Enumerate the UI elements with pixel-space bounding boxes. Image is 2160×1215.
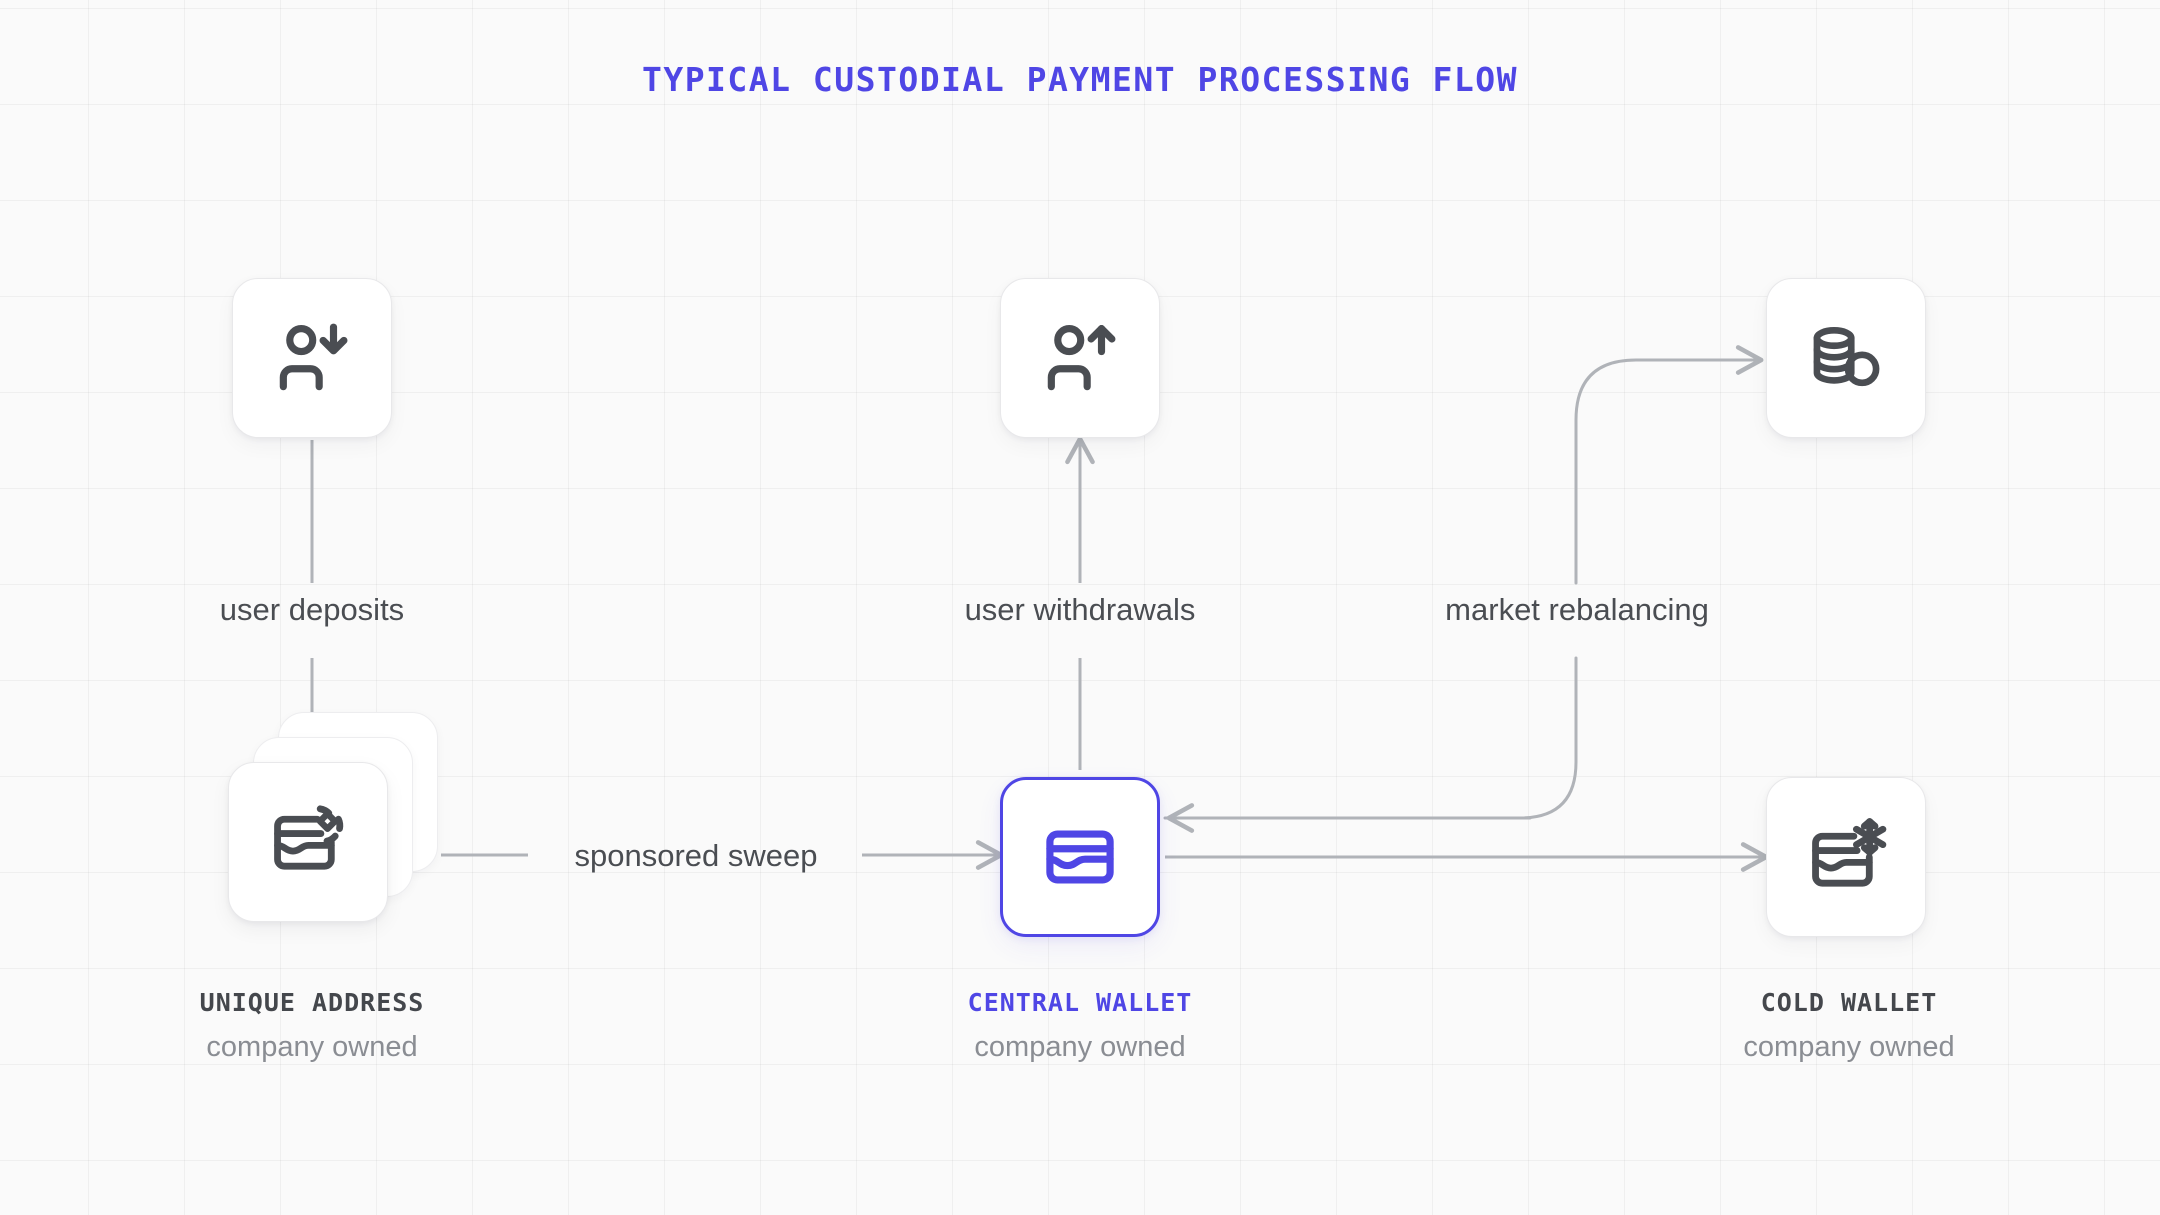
node-label-unique-address: UNIQUE ADDRESS company owned <box>82 988 542 1064</box>
node-market-coins[interactable] <box>1766 278 1926 438</box>
wallet-snowflake-icon <box>1803 814 1889 900</box>
node-subtitle-unique-address: company owned <box>206 1031 418 1063</box>
node-user-deposits-actor[interactable] <box>232 278 392 438</box>
coins-stack-icon <box>1804 316 1888 400</box>
edge-label-user-withdrawals: user withdrawals <box>964 592 1196 627</box>
user-up-arrow-icon <box>1037 315 1123 401</box>
edge-market-rebalancing <box>1163 345 1764 833</box>
card-layer-front <box>228 762 388 922</box>
edge-label-sponsored-sweep: sponsored sweep <box>574 838 818 873</box>
node-subtitle-central-wallet: company owned <box>974 1031 1186 1063</box>
node-label-cold-wallet: COLD WALLET company owned <box>1619 988 2079 1064</box>
edge-label-market-rebalancing: market rebalancing <box>1445 592 1709 627</box>
wallet-icon <box>1037 814 1123 900</box>
user-down-arrow-icon <box>269 315 355 401</box>
node-title-cold-wallet: COLD WALLET <box>1760 988 1938 1017</box>
node-subtitle-cold-wallet: company owned <box>1743 1031 1955 1063</box>
node-unique-address[interactable] <box>228 712 438 922</box>
edge-label-user-deposits: user deposits <box>219 592 405 627</box>
node-title-central-wallet: CENTRAL WALLET <box>967 988 1193 1017</box>
node-label-central-wallet: CENTRAL WALLET company owned <box>850 988 1310 1064</box>
page-title: TYPICAL CUSTODIAL PAYMENT PROCESSING FLO… <box>641 60 1519 99</box>
node-cold-wallet[interactable] <box>1766 777 1926 937</box>
node-central-wallet[interactable] <box>1000 777 1160 937</box>
wallet-cards-stack-icon <box>265 797 351 888</box>
node-title-unique-address: UNIQUE ADDRESS <box>199 988 425 1017</box>
node-user-withdrawals-actor[interactable] <box>1000 278 1160 438</box>
